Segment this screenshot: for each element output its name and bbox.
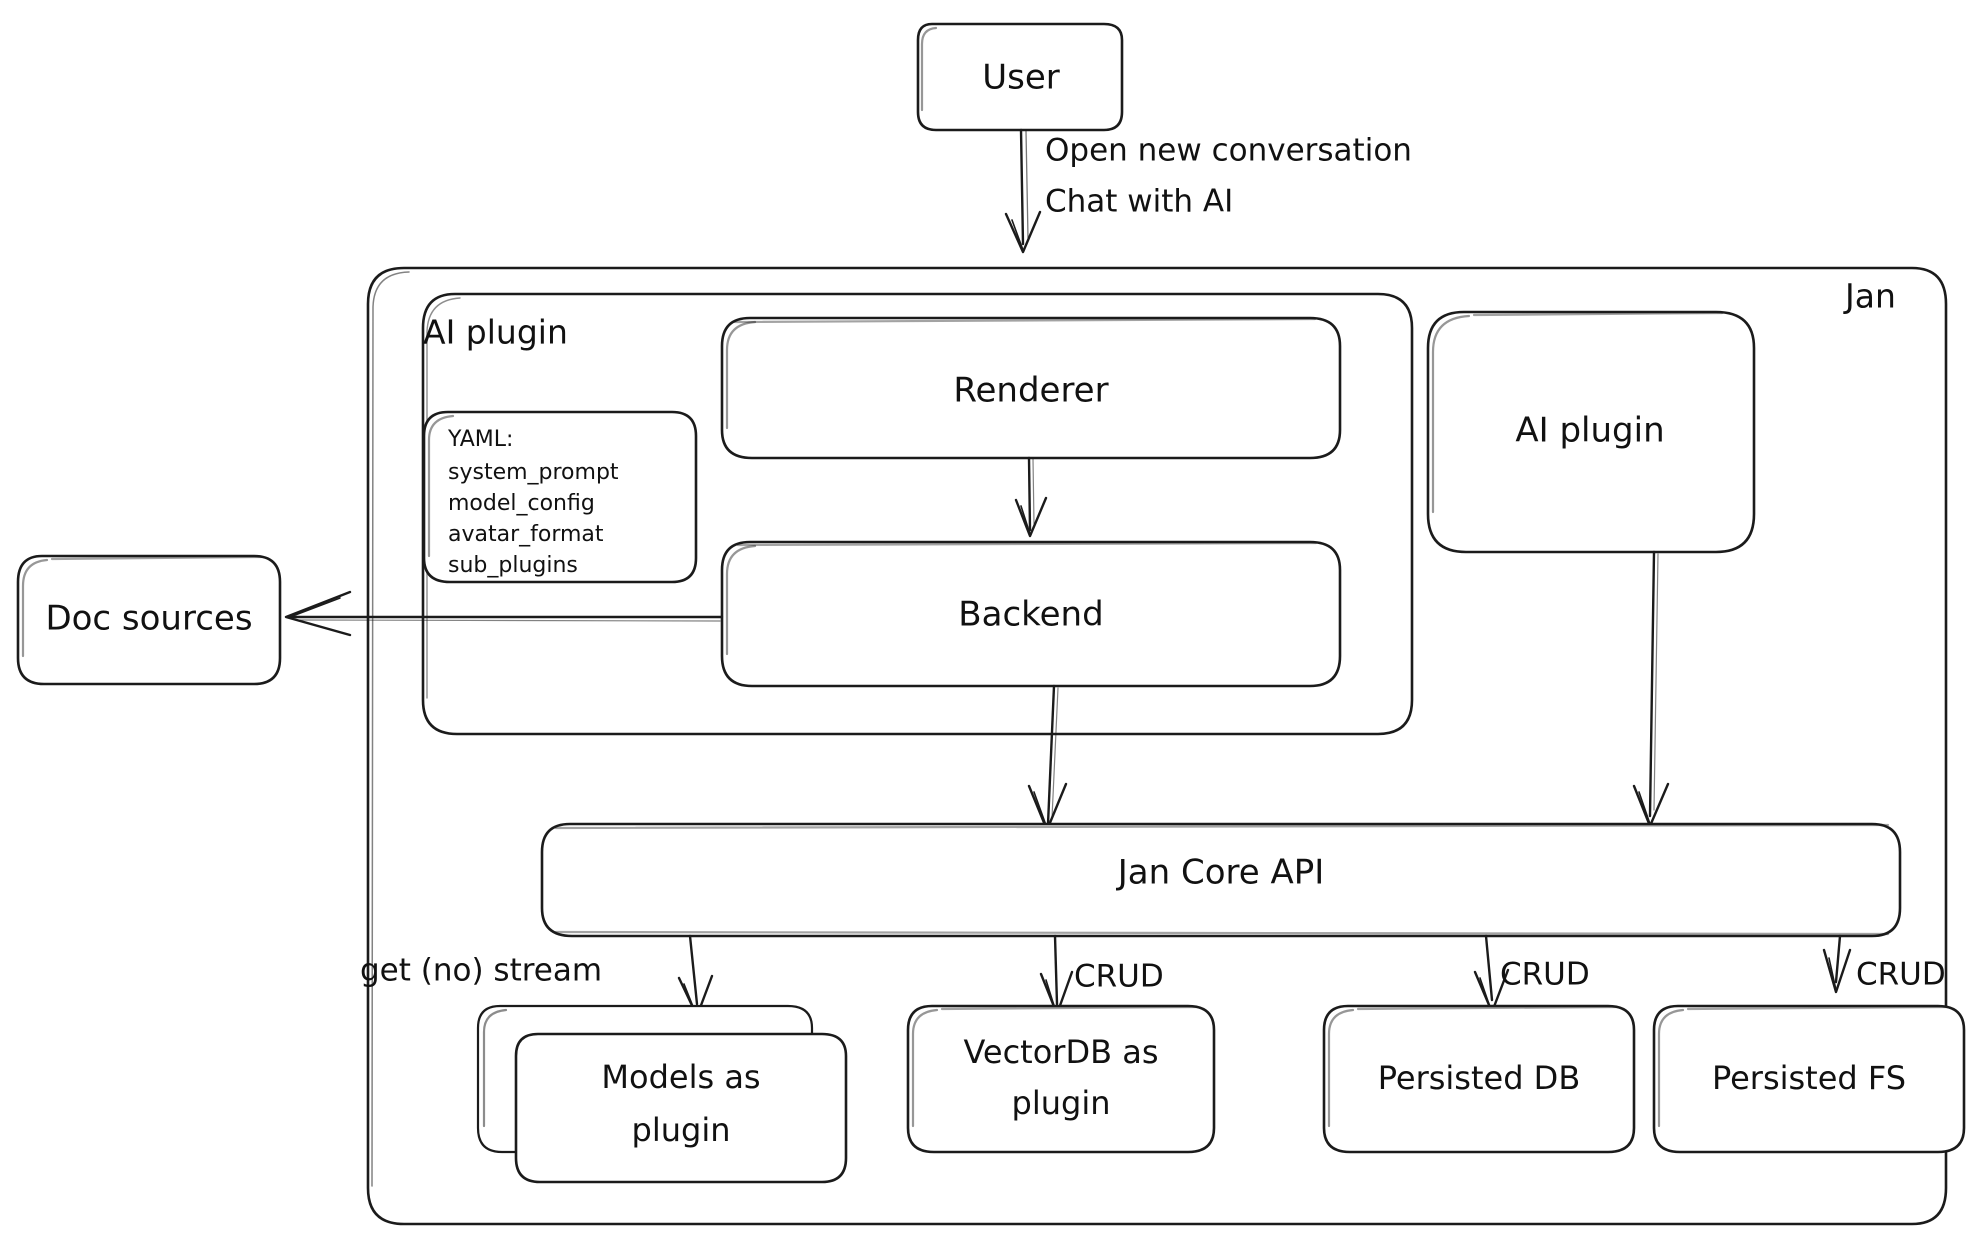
node-ai-plugin-box-label: AI plugin [1515, 411, 1664, 451]
node-backend[interactable]: Backend [720, 540, 1342, 688]
edge-core-to-models-label: get (no) stream [360, 953, 602, 989]
edge-ai-plugin-to-core-api [1632, 550, 1670, 828]
node-jan-core-api[interactable]: Jan Core API [540, 822, 1902, 938]
node-renderer-label: Renderer [953, 371, 1108, 411]
yaml-card-key-0: system_prompt [448, 460, 619, 485]
node-ai-plugin-box[interactable]: AI plugin [1426, 310, 1756, 554]
yaml-config-card: YAML: system_prompt model_config avatar_… [422, 410, 698, 584]
edge-core-to-persisted-db-label: CRUD [1500, 957, 1590, 993]
node-renderer[interactable]: Renderer [720, 316, 1342, 460]
node-models-plugin[interactable]: Models as plugin [476, 1004, 848, 1184]
ai-plugin-group-label: AI plugin [423, 313, 568, 352]
edge-user-to-renderer: Open new conversation Chat with AI [1004, 128, 1412, 254]
edge-core-to-persisted-db: CRUD [1473, 934, 1590, 1014]
node-persisted-fs[interactable]: Persisted FS [1652, 1004, 1966, 1154]
yaml-card-key-2: avatar_format [448, 522, 604, 547]
ai-plugin-group-container: AI plugin [421, 292, 1414, 736]
node-persisted-fs-label: Persisted FS [1712, 1059, 1906, 1097]
node-user[interactable]: User [916, 22, 1124, 132]
yaml-card-title: YAML: [447, 427, 513, 452]
edge-backend-to-core-api [1027, 684, 1068, 832]
edge-backend-to-doc-sources [284, 590, 724, 637]
node-vectordb-plugin-line2: plugin [1012, 1084, 1111, 1122]
node-persisted-db-label: Persisted DB [1378, 1059, 1581, 1097]
edge-core-to-persisted-fs-label: CRUD [1856, 957, 1946, 993]
edge-core-to-persisted-fs: CRUD [1822, 934, 1946, 994]
outer-container-jan: Jan [366, 266, 1948, 1226]
node-jan-core-api-label: Jan Core API [1116, 853, 1325, 893]
node-vectordb-plugin-line1: VectorDB as [963, 1033, 1158, 1071]
yaml-card-key-1: model_config [448, 491, 595, 516]
node-persisted-db[interactable]: Persisted DB [1322, 1004, 1636, 1154]
edge-core-to-models: get (no) stream [360, 934, 714, 1018]
edge-core-to-vectordb: CRUD [1039, 934, 1164, 1016]
node-doc-sources[interactable]: Doc sources [16, 554, 282, 686]
edge-user-to-renderer-label-line2: Chat with AI [1045, 184, 1233, 220]
node-models-plugin-line1: Models as [601, 1058, 760, 1096]
edge-renderer-to-backend [1014, 456, 1048, 538]
edge-core-to-vectordb-label: CRUD [1074, 959, 1164, 995]
node-doc-sources-label: Doc sources [45, 599, 252, 639]
node-models-plugin-line2: plugin [632, 1111, 731, 1149]
yaml-card-key-3: sub_plugins [448, 553, 578, 578]
node-backend-label: Backend [958, 595, 1103, 635]
edge-user-to-renderer-label-line1: Open new conversation [1045, 133, 1412, 169]
outer-container-label: Jan [1843, 277, 1896, 316]
node-vectordb-plugin[interactable]: VectorDB as plugin [906, 1004, 1216, 1154]
node-user-label: User [982, 58, 1060, 98]
